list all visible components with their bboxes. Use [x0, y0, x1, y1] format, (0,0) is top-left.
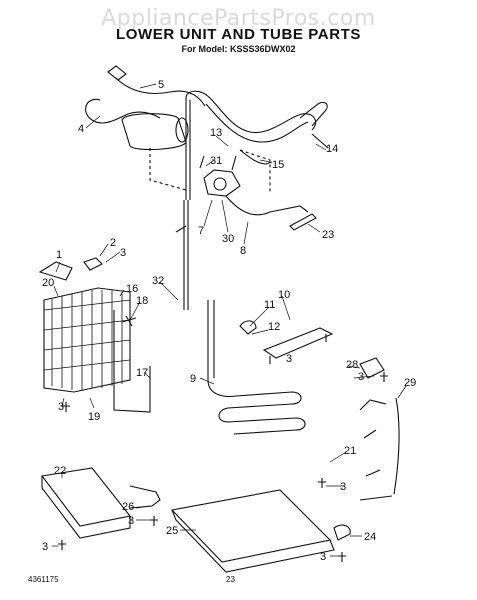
callout-4: 4: [78, 123, 84, 135]
callout-19: 19: [88, 411, 100, 423]
callout-2: 2: [110, 237, 116, 249]
callout-16: 16: [126, 283, 138, 295]
callout-10: 10: [278, 289, 290, 301]
callout-3-b: 3: [286, 353, 292, 365]
callout-23: 23: [322, 229, 334, 241]
callout-30: 30: [222, 233, 234, 245]
callout-3-d: 3: [58, 401, 64, 413]
page-title: LOWER UNIT AND TUBE PARTS: [116, 26, 361, 43]
callout-29: 29: [404, 377, 416, 389]
callout-14: 14: [326, 143, 338, 155]
callout-17: 17: [136, 367, 148, 379]
callout-32: 32: [152, 275, 164, 287]
page-number: 23: [226, 575, 235, 584]
callout-21: 21: [344, 445, 356, 457]
callout-3-g: 3: [42, 541, 48, 553]
callout-12: 12: [268, 321, 280, 333]
footer-code: 4361175: [28, 575, 59, 584]
callout-9: 9: [190, 373, 196, 385]
callout-8: 8: [240, 245, 246, 257]
callout-18: 18: [136, 295, 148, 307]
callout-26: 26: [122, 501, 134, 513]
callout-22: 22: [54, 465, 66, 477]
callout-1: 1: [56, 249, 62, 261]
callout-11: 11: [264, 299, 275, 311]
callout-3-a: 3: [120, 247, 126, 259]
callout-24: 24: [364, 531, 376, 543]
model-line: For Model: KSSS36DWX02: [181, 44, 296, 54]
callout-3-f: 3: [128, 515, 134, 527]
callout-5: 5: [158, 79, 164, 91]
callout-13: 13: [210, 127, 222, 139]
callout-25: 25: [166, 525, 178, 537]
callout-3-c: 3: [358, 371, 364, 383]
callout-15: 15: [272, 159, 284, 171]
callout-3-h: 3: [320, 551, 326, 563]
watermark: AppliancePartsPros.com: [101, 6, 376, 31]
callout-31: 31: [210, 155, 222, 167]
callout-28: 28: [346, 359, 358, 371]
callout-20: 20: [42, 277, 54, 289]
drawing-lines: [38, 65, 407, 573]
callout-7: 7: [198, 225, 204, 237]
callout-3-e: 3: [340, 481, 346, 493]
